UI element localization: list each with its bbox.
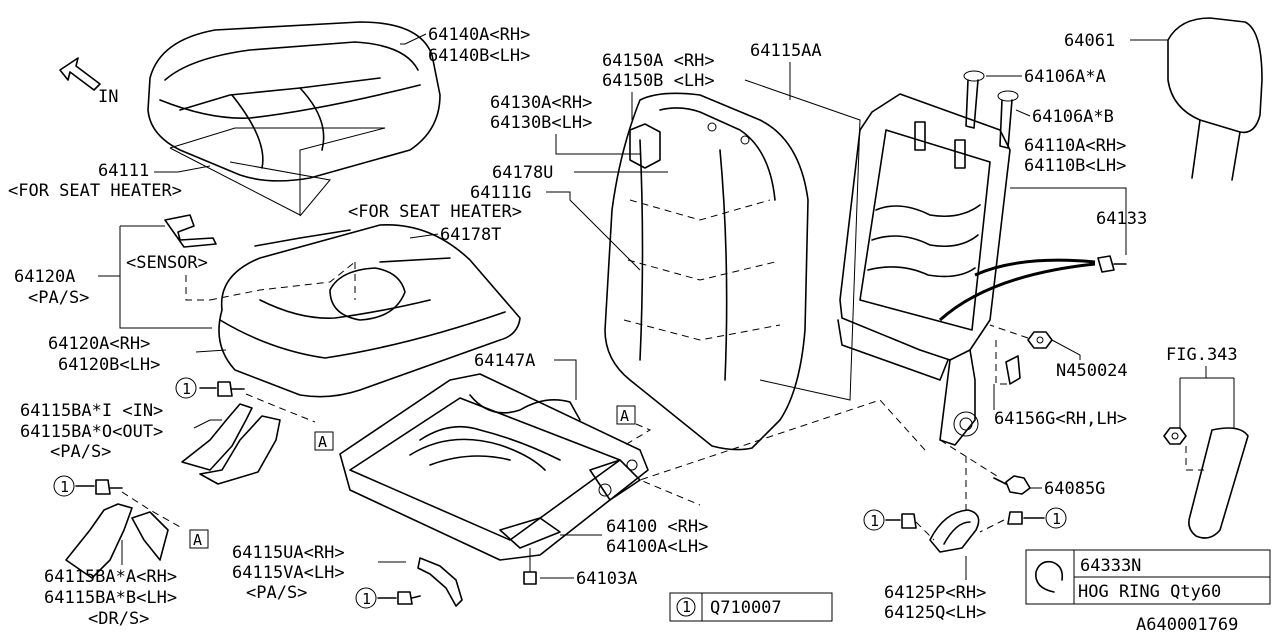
cushion-pad-part [218, 223, 521, 398]
callout-a-3 [616, 405, 636, 425]
under-cover-label-2: 64115VA<LH> [232, 563, 345, 583]
back-frame-label-1: 64110A<RH> [1024, 136, 1126, 156]
hog-ring-icon [1035, 560, 1064, 593]
circle-ref-1: 1 [175, 377, 197, 399]
bolt-part-5 [885, 513, 917, 529]
nut-part [1027, 331, 1053, 349]
guide-a-label: 64106A*A [1024, 67, 1106, 87]
callout-a-2 [189, 529, 209, 549]
hook-u-label: 64178U [492, 163, 553, 183]
back-panel-label-1: 64130A<RH> [490, 93, 592, 113]
guide-a-part [963, 70, 985, 129]
recliner-cover-label-1: 64125P<RH> [884, 583, 986, 603]
headrest-part [1167, 17, 1263, 181]
side-trim-part [1188, 427, 1249, 539]
circle-ref-4: 1 [863, 509, 885, 531]
bolt-part-3 [377, 591, 421, 605]
back-panel-label-2: 64130B<LH> [490, 113, 592, 133]
circle-ref-5: 1 [1045, 507, 1067, 529]
hook-t-label: 64178T [440, 225, 501, 245]
back-cover-label-2: 64150B <LH> [602, 71, 715, 91]
hog-ring-desc: HOG RING Qty60 [1078, 582, 1221, 602]
bolt-part-4 [993, 475, 1031, 495]
cushion-pad-label-1: 64120A<RH> [48, 334, 150, 354]
cushion-pad-label-2: 64120B<LH> [58, 355, 160, 375]
cushion-frame-part [339, 373, 649, 561]
frame-label-1: 64100 <RH> [606, 517, 708, 537]
dr-cover-part [65, 503, 169, 579]
back-heater-note: <FOR SEAT HEATER> [348, 202, 522, 222]
cushion-cover-part [147, 21, 441, 182]
sensor-note: <SENSOR> [126, 253, 208, 273]
legend-box: 1 Q710007 [669, 592, 833, 622]
bolt-part-2 [75, 479, 123, 495]
heater-mat-label-1: 64111 [98, 161, 149, 181]
circle-ref-3: 1 [355, 587, 377, 609]
svg-text:1: 1 [182, 380, 191, 398]
nut-label: N450024 [1056, 361, 1128, 381]
bracket-label: 64156G<RH,LH> [994, 409, 1127, 429]
cushion-cover-label-1: 64140A<RH> [428, 25, 530, 45]
sensor-group-label-2: <PA/S> [28, 288, 89, 308]
under-cover-label-3: <PA/S> [246, 583, 307, 603]
side-cover-label-1: 64115BA*I <IN> [20, 401, 163, 421]
side-cover-part [181, 403, 281, 485]
dr-cover-label-2: 64115BA*B<LH> [44, 588, 177, 608]
svg-text:1: 1 [1052, 510, 1061, 528]
recliner-cover-label-2: 64125Q<LH> [884, 603, 986, 623]
harness-part [938, 255, 1127, 322]
heater-mat-label-2: <FOR SEAT HEATER> [8, 181, 182, 201]
dr-cover-label-1: 64115BA*A<RH> [44, 567, 177, 587]
direction-arrow: IN [59, 57, 118, 107]
clip-label: 64103A [576, 569, 637, 589]
recliner-cover-part [929, 509, 980, 553]
diagram-id: A640001769 [1136, 615, 1238, 635]
fig-nut-part [1163, 427, 1187, 445]
headrest-label: 64061 [1064, 31, 1115, 51]
svg-text:A: A [620, 407, 629, 425]
back-pad-part [604, 92, 809, 451]
back-frame-part [837, 93, 1011, 446]
hog-ring-box: 64333N HOG RING Qty60 [1025, 549, 1271, 605]
svg-text:A: A [318, 433, 327, 451]
under-cover-part [417, 557, 463, 607]
back-panel-part [629, 123, 661, 169]
sensor-group-label-1: 64120A [14, 267, 75, 287]
fig-ref-label: FIG.343 [1166, 345, 1238, 365]
svg-text:1: 1 [60, 478, 69, 496]
back-pad-label: 64115AA [750, 41, 822, 61]
callout-a-1 [314, 431, 334, 451]
cushion-cover-label-2: 64140B<LH> [428, 46, 530, 66]
back-cover-label-1: 64150A <RH> [602, 51, 715, 71]
side-cover-label-2: 64115BA*O<OUT> [20, 422, 163, 442]
under-cover-label-1: 64115UA<RH> [232, 543, 345, 563]
cushion-frame-label: 64147A [474, 351, 535, 371]
dr-cover-label-3: <DR/S> [88, 609, 149, 629]
legend-part: Q710007 [710, 598, 782, 618]
circle-ref-2: 1 [53, 475, 75, 497]
hog-ring-part: 64333N [1080, 556, 1141, 576]
svg-text:1: 1 [362, 590, 371, 608]
clip-part [523, 571, 537, 585]
legend-ref: 1 [682, 598, 691, 616]
direction-label: IN [98, 87, 118, 107]
svg-text:A: A [193, 531, 202, 549]
back-heater-label: 64111G [470, 183, 531, 203]
bolt-part-6 [1007, 511, 1045, 525]
back-frame-label-2: 64110B<LH> [1024, 156, 1126, 176]
bolt-part-1 [199, 381, 245, 397]
sensor-part [164, 214, 217, 248]
bracket-part [1005, 355, 1021, 385]
cushion-heater-part [169, 127, 386, 217]
svg-text:1: 1 [870, 512, 879, 530]
guide-b-part [997, 90, 1019, 149]
guide-b-label: 64106A*B [1032, 107, 1114, 127]
frame-label-2: 64100A<LH> [606, 537, 708, 557]
bolt-label: 64085G [1044, 479, 1105, 499]
harness-label: 64133 [1096, 209, 1147, 229]
side-cover-label-3: <PA/S> [50, 442, 111, 462]
